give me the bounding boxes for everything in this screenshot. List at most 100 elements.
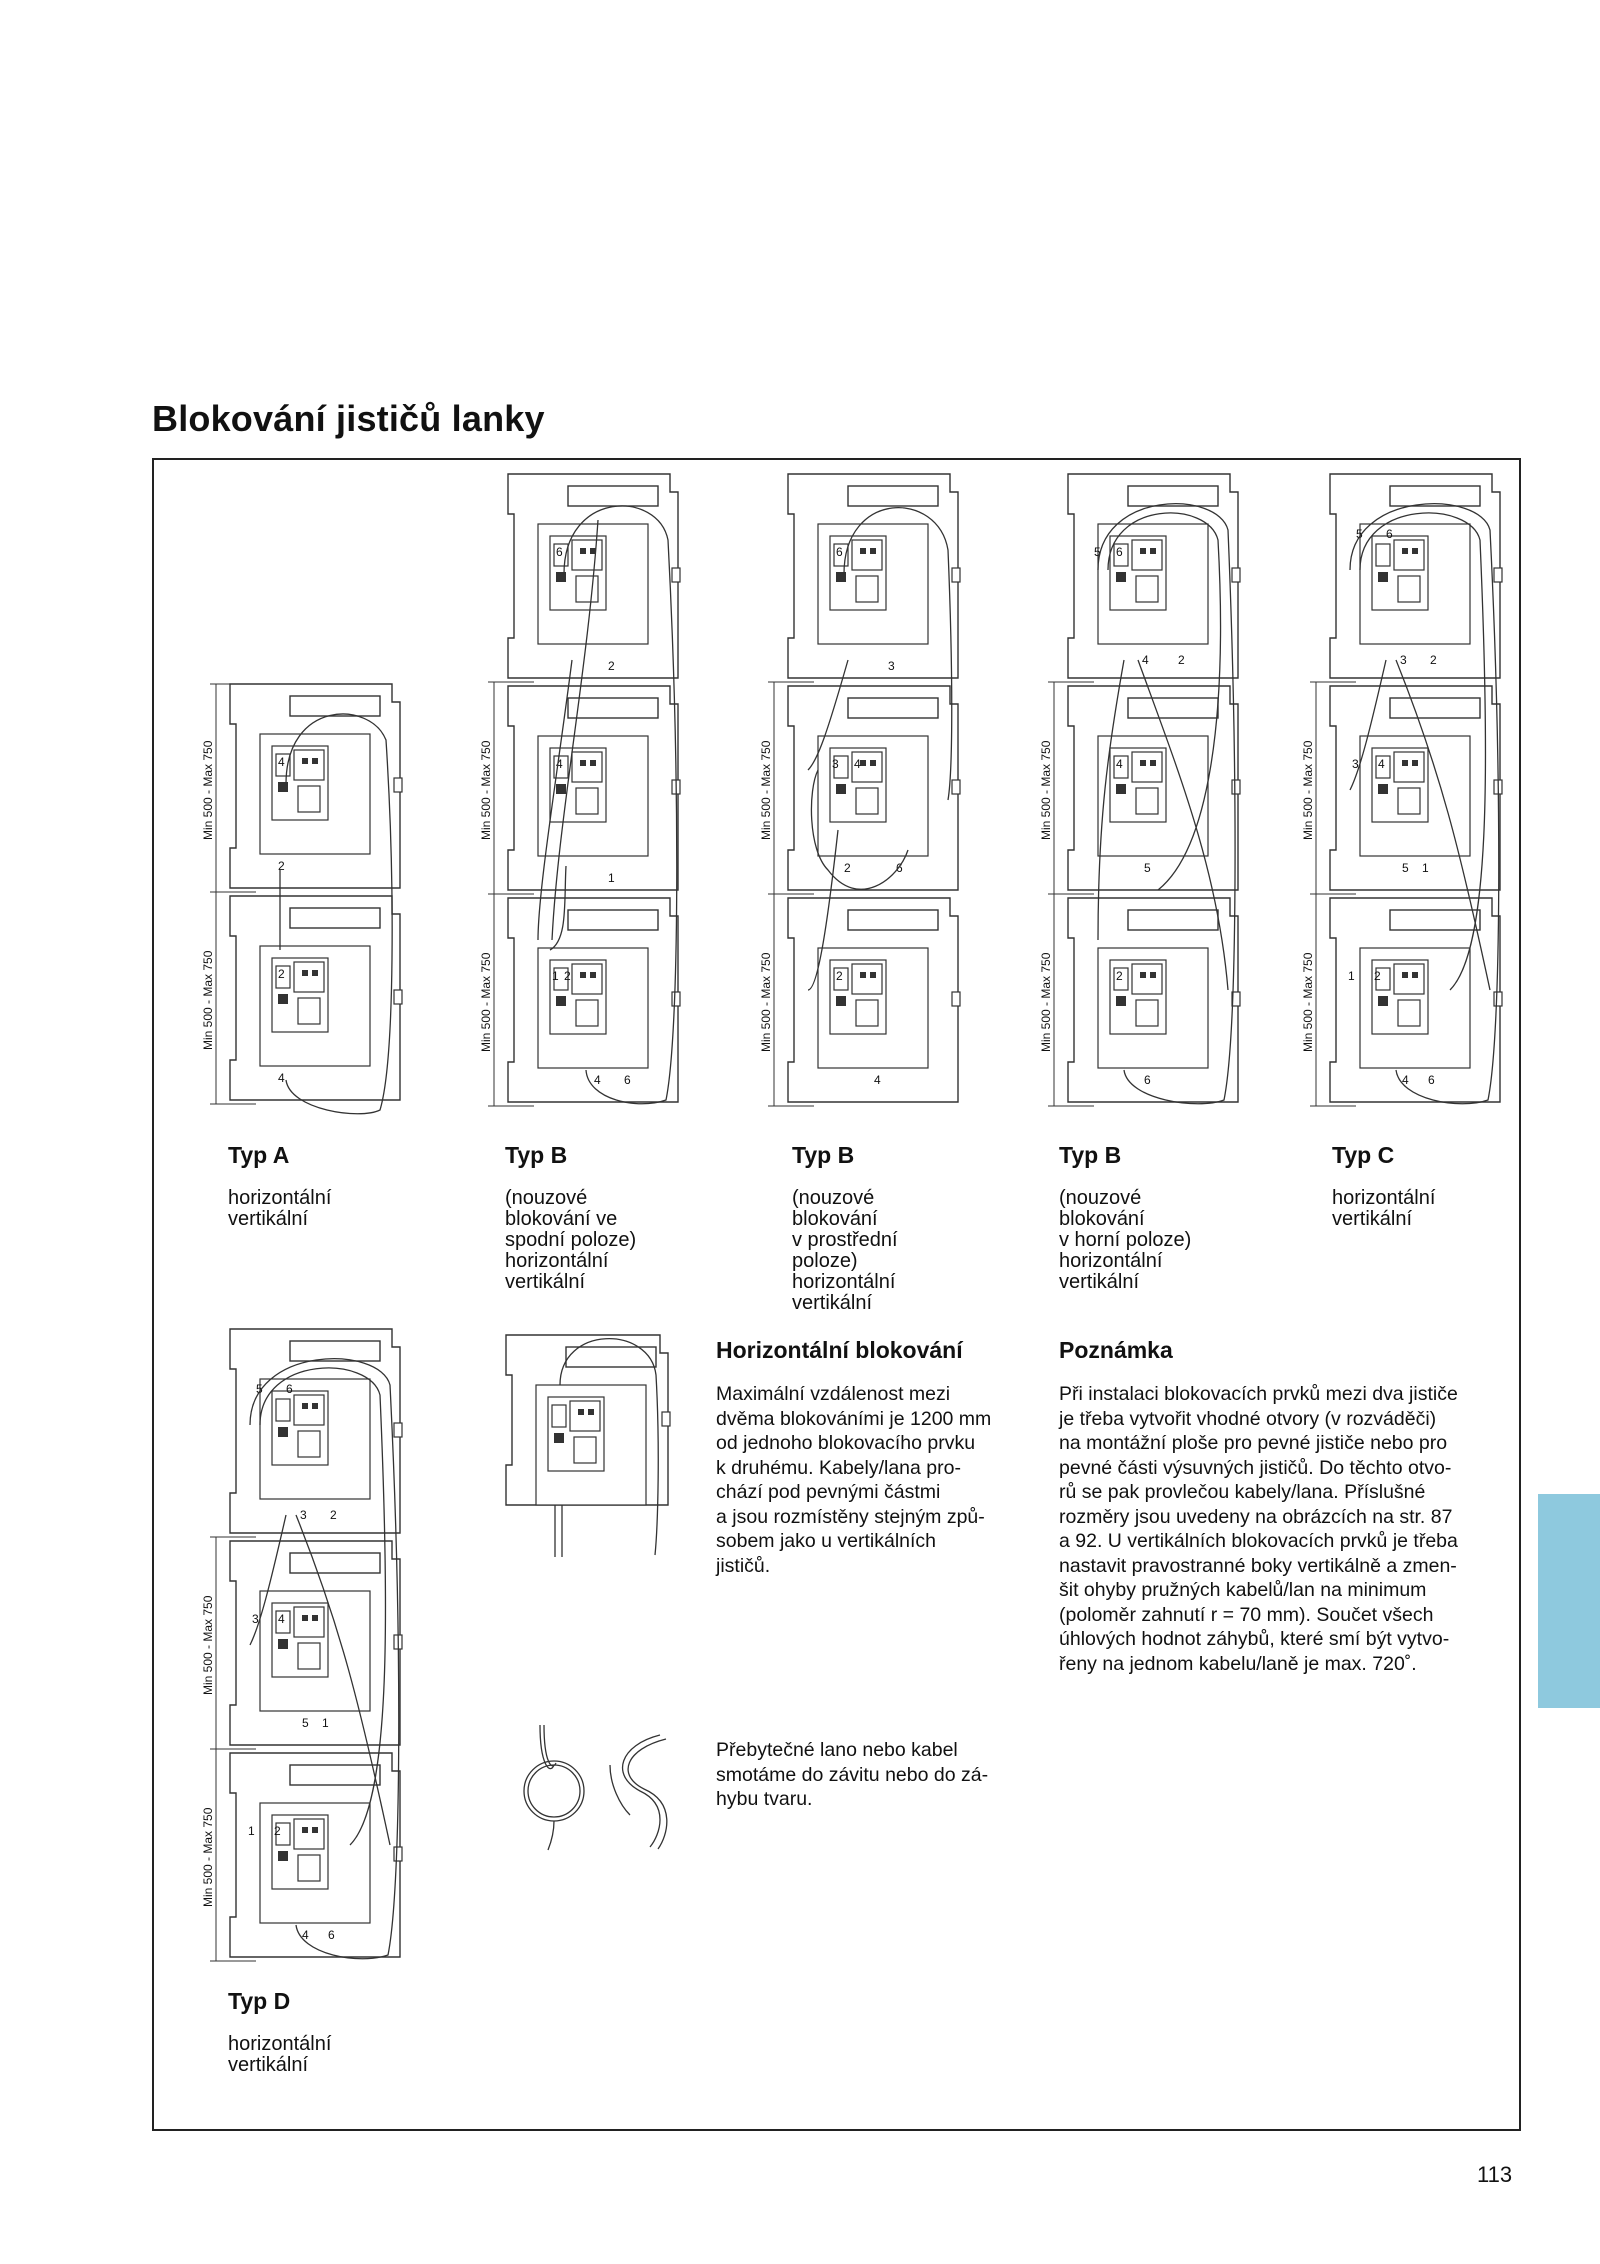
fig-c-unit2-nameplate xyxy=(1389,697,1481,719)
fig-b2-unit2-contact xyxy=(855,787,879,815)
text-line: rů se pak provlečou kabely/lana. Přísluš… xyxy=(1059,1481,1426,1503)
fig-b1-unit1-hinge xyxy=(671,567,681,583)
fig-c-unit1-connector-number: 5 xyxy=(1356,527,1363,541)
fig-c-unit2-contact xyxy=(1397,787,1421,815)
typ-b3-line: (nouzové xyxy=(1059,1187,1142,1209)
text-line: úhlových hodnot záhybů, které smí být vy… xyxy=(1059,1628,1450,1650)
fig-d-w2-cable xyxy=(249,1514,287,1646)
fig-b3-unit3-pin xyxy=(1150,972,1156,978)
fig-a-level1-dimension-label: Min 500 - Max 750 xyxy=(201,740,215,840)
typ-d-line: vertikální xyxy=(228,2054,309,2076)
fig-c-unit1-pin xyxy=(1402,548,1408,554)
fig-c-unit1-connector-number: 2 xyxy=(1430,653,1437,667)
fig-d-unit1-connector-number: 6 xyxy=(286,1382,293,1396)
fig-a-unit2-terminal xyxy=(278,994,288,1004)
text-line: řeny na jednom kabelu/laně je max. 720˚. xyxy=(1059,1652,1417,1675)
fig-b1-unit2-terminal xyxy=(556,784,566,794)
fig-b2-unit1-terminal xyxy=(836,572,846,582)
fig-c-unit3-mechanism xyxy=(1393,963,1425,995)
fig-b3-unit1-hinge xyxy=(1231,567,1241,583)
typ-b1-line: blokování ve xyxy=(505,1208,618,1230)
fig-b1-unit1-nameplate xyxy=(567,485,659,507)
fig-c-unit2-terminal xyxy=(1378,784,1388,794)
fig-b1-unit2-pin xyxy=(580,760,586,766)
fig-b1-w0-cable xyxy=(563,505,678,1105)
fig-c-unit3-terminal xyxy=(1378,996,1388,1006)
text-line: jističů. xyxy=(716,1554,771,1577)
fig-b3-unit2-lock-unit xyxy=(1113,755,1129,779)
bend-shape-2-cable xyxy=(627,1738,668,1850)
fig-b2-unit3-lock-unit xyxy=(833,967,849,991)
typ-d-heading: Typ D xyxy=(228,1988,291,2014)
fig-h-a-cable xyxy=(559,1338,659,1556)
fig-a-w0-cable xyxy=(285,713,393,1115)
fig-c-unit1-contact xyxy=(1397,575,1421,603)
fig-b1-unit3-pin xyxy=(590,972,596,978)
fig-b2-unit3-connector-number: 4 xyxy=(874,1073,881,1087)
fig-b1-unit2-mechanism xyxy=(571,751,603,783)
text-line: nastavit pravostranné boky vertikálně a … xyxy=(1059,1554,1457,1577)
fig-b3-w0-cable xyxy=(1097,503,1236,1105)
fig-c-unit3-connector-number: 1 xyxy=(1348,969,1355,983)
text-line: a jsou rozmístěny stejným způ- xyxy=(716,1505,985,1528)
fig-c-unit1-nameplate xyxy=(1389,485,1481,507)
text-line: na montážní ploše pro pevné jističe nebo… xyxy=(1059,1432,1448,1454)
page-title: Blokování jističů lanky xyxy=(152,398,545,439)
fig-b1-level3-dimension-label: Min 500 - Max 750 xyxy=(479,952,493,1052)
fig-d-w1-cable xyxy=(259,1367,387,1846)
fig-d-unit2-nameplate xyxy=(289,1552,381,1574)
fig-c-unit2-pin xyxy=(1402,760,1408,766)
fig-b2-unit1-mechanism xyxy=(851,539,883,571)
fig-c-unit3-connector-number: 2 xyxy=(1374,969,1381,983)
fig-b1-level2-dimension-label: Min 500 - Max 750 xyxy=(479,740,493,840)
fig-b1-unit1-pin xyxy=(580,548,586,554)
fig-b3-level3-dimension-label: Min 500 - Max 750 xyxy=(1039,952,1053,1052)
fig-b2-unit1-hinge xyxy=(951,567,961,583)
fig-c-unit2-connector-number: 1 xyxy=(1422,861,1429,875)
fig-c-unit1-lock-unit xyxy=(1375,543,1391,567)
fig-b1-w1-cable xyxy=(537,659,573,941)
coil-lead-bottom-cable xyxy=(547,1820,555,1851)
fig-a-unit1-hinge xyxy=(393,777,403,793)
fig-h-unit-pin xyxy=(588,1409,594,1415)
typ-b2-line: blokování xyxy=(792,1208,878,1230)
fig-b2-w1-cable xyxy=(807,659,849,771)
fig-b3-unit1-connector-number: 2 xyxy=(1178,653,1185,667)
fig-a-unit1-nameplate xyxy=(289,695,381,717)
text-line: k druhému. Kabely/lana pro- xyxy=(716,1456,961,1479)
fig-d-w0-cable xyxy=(249,1358,400,1960)
fig-b1-unit3-hinge xyxy=(671,991,681,1007)
fig-d-unit3-connector-number: 2 xyxy=(274,1824,281,1838)
fig-d-unit1-pin xyxy=(302,1403,308,1409)
fig-c-unit1-terminal xyxy=(1378,572,1388,582)
note-section-text: Při instalaci blokovacích prvků mezi dva… xyxy=(1059,1382,1499,1676)
fig-a-unit2-mechanism xyxy=(293,961,325,993)
fig-b3-unit1-pin xyxy=(1140,548,1146,554)
text-line: hybu tvaru. xyxy=(716,1788,813,1810)
page-number: 113 xyxy=(1477,2162,1513,2187)
fig-b1-unit3-terminal xyxy=(556,996,566,1006)
fig-a-unit2-nameplate xyxy=(289,907,381,929)
fig-b1-unit3-connector-number: 2 xyxy=(564,969,571,983)
fig-b3-w1-cable xyxy=(1107,512,1222,891)
typ-b1-label: Typ B (nouzové blokování ve spodní poloz… xyxy=(505,1142,636,1293)
fig-b2-unit3-connector-number: 2 xyxy=(836,969,843,983)
fig-b2-unit2-terminal xyxy=(836,784,846,794)
typ-b3-heading: Typ B xyxy=(1059,1142,1122,1168)
typ-b2-line: poloze) xyxy=(792,1250,858,1272)
fig-d-unit2-connector-number: 5 xyxy=(302,1716,309,1730)
fig-b2-w2-cable xyxy=(810,769,909,890)
fig-h-unit-contact xyxy=(573,1436,597,1464)
fig-c-unit2-mechanism xyxy=(1393,751,1425,783)
fig-a-unit1-terminal xyxy=(278,782,288,792)
fig-b3-w3-cable xyxy=(1137,659,1229,991)
typ-b2-label: Typ B (nouzové blokování v prostřední po… xyxy=(792,1142,898,1314)
bend-shape-3-cable xyxy=(609,1764,631,1816)
typ-c-line: vertikální xyxy=(1332,1208,1413,1230)
typ-d-label: Typ D horizontální vertikální xyxy=(228,1988,331,2076)
fig-c-w1-cable xyxy=(1359,512,1487,991)
fig-b2-unit1-connector-number: 3 xyxy=(888,659,895,673)
typ-c-line: horizontální xyxy=(1332,1187,1436,1209)
